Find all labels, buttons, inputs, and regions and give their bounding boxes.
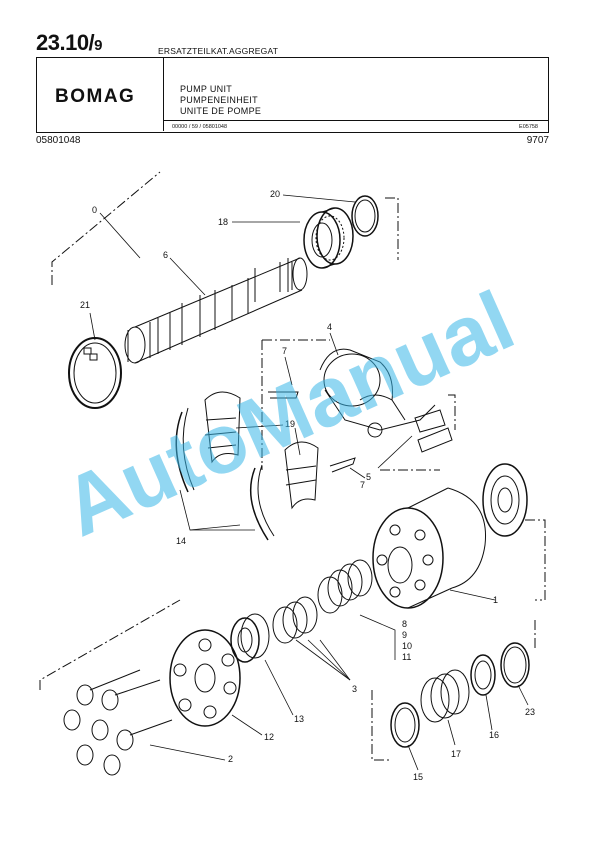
callout-16: 16 [489,730,499,740]
title-divider [164,120,548,121]
callout-15: 15 [413,772,423,782]
snap-ring-21 [68,337,122,409]
callout-12: 12 [264,732,274,742]
piston-set-2 [63,669,173,776]
callout-13: 13 [294,714,304,724]
title-block: BOMAG PUMP UNIT PUMPENEINHEIT UNITE DE P… [36,57,549,133]
retainer-plate-12 [169,629,241,727]
callout-9: 9 [402,630,407,640]
callout-6: 6 [163,250,168,260]
ball-guide-13 [230,613,270,663]
diagram-callouts: 0 1 2 3 4 5 6 7 7 8 9 10 11 12 13 14 15 … [80,189,535,782]
callout-11: 11 [402,652,411,662]
shim-15 [390,702,420,748]
callout-23: 23 [525,707,535,717]
callout-7b: 7 [360,480,365,490]
callout-7a: 7 [282,346,287,356]
callout-20: 20 [270,189,280,199]
swash-plate-4 [319,348,453,453]
callout-8: 8 [402,619,407,629]
callout-21: 21 [80,300,90,310]
callout-14: 14 [176,536,186,546]
catalog-reference: 00000 / 59 / 05801048 [172,124,228,130]
page-number: 23.10/9 [36,30,103,56]
washer-16 [470,654,496,696]
spring-set-3 [272,596,318,644]
callout-4: 4 [327,322,332,332]
callout-0: 0 [92,205,97,215]
title-en: PUMP UNIT [180,84,233,94]
spring-17 [420,669,470,723]
callout-17: 17 [451,749,461,759]
callout-1: 1 [493,595,498,605]
callout-10: 10 [402,641,412,651]
page-number-sub: 9 [94,37,103,54]
pin-7 [268,391,356,473]
assembly-boundary [39,171,546,761]
callout-5: 5 [366,472,371,482]
part-number: 05801048 [36,135,81,146]
ball-bearing-18 [303,207,354,269]
title-fr: UNITE DE POMPE [180,106,262,116]
date-code: 9707 [526,135,549,146]
assembly-titles: PUMP UNIT PUMPENEINHEIT UNITE DE POMPE [180,84,261,117]
cradle-bearing-19 [204,391,319,510]
circlip-23 [500,642,530,688]
valve-plate [482,463,528,537]
callout-2: 2 [228,754,233,764]
spring-assembly-8-11 [317,559,373,614]
page-number-main: 23.10/ [36,30,95,55]
title-de: PUMPENEINHEIT [180,95,258,105]
bomag-logo: BOMAG [55,86,136,107]
callout-3: 3 [352,684,357,694]
logo-cell: BOMAG [37,58,164,131]
drive-shaft-6 [124,257,308,364]
bearing-shell-14 [175,407,275,541]
cylinder-block-1 [372,487,487,609]
leader-lines [89,194,529,771]
callout-18: 18 [218,217,228,227]
callout-19: 19 [285,419,295,429]
circlip-20 [351,195,379,237]
catalog-title: ERSATZTEILKAT.AGGREGAT [158,46,279,56]
drawing-number: E05758 [519,124,538,130]
